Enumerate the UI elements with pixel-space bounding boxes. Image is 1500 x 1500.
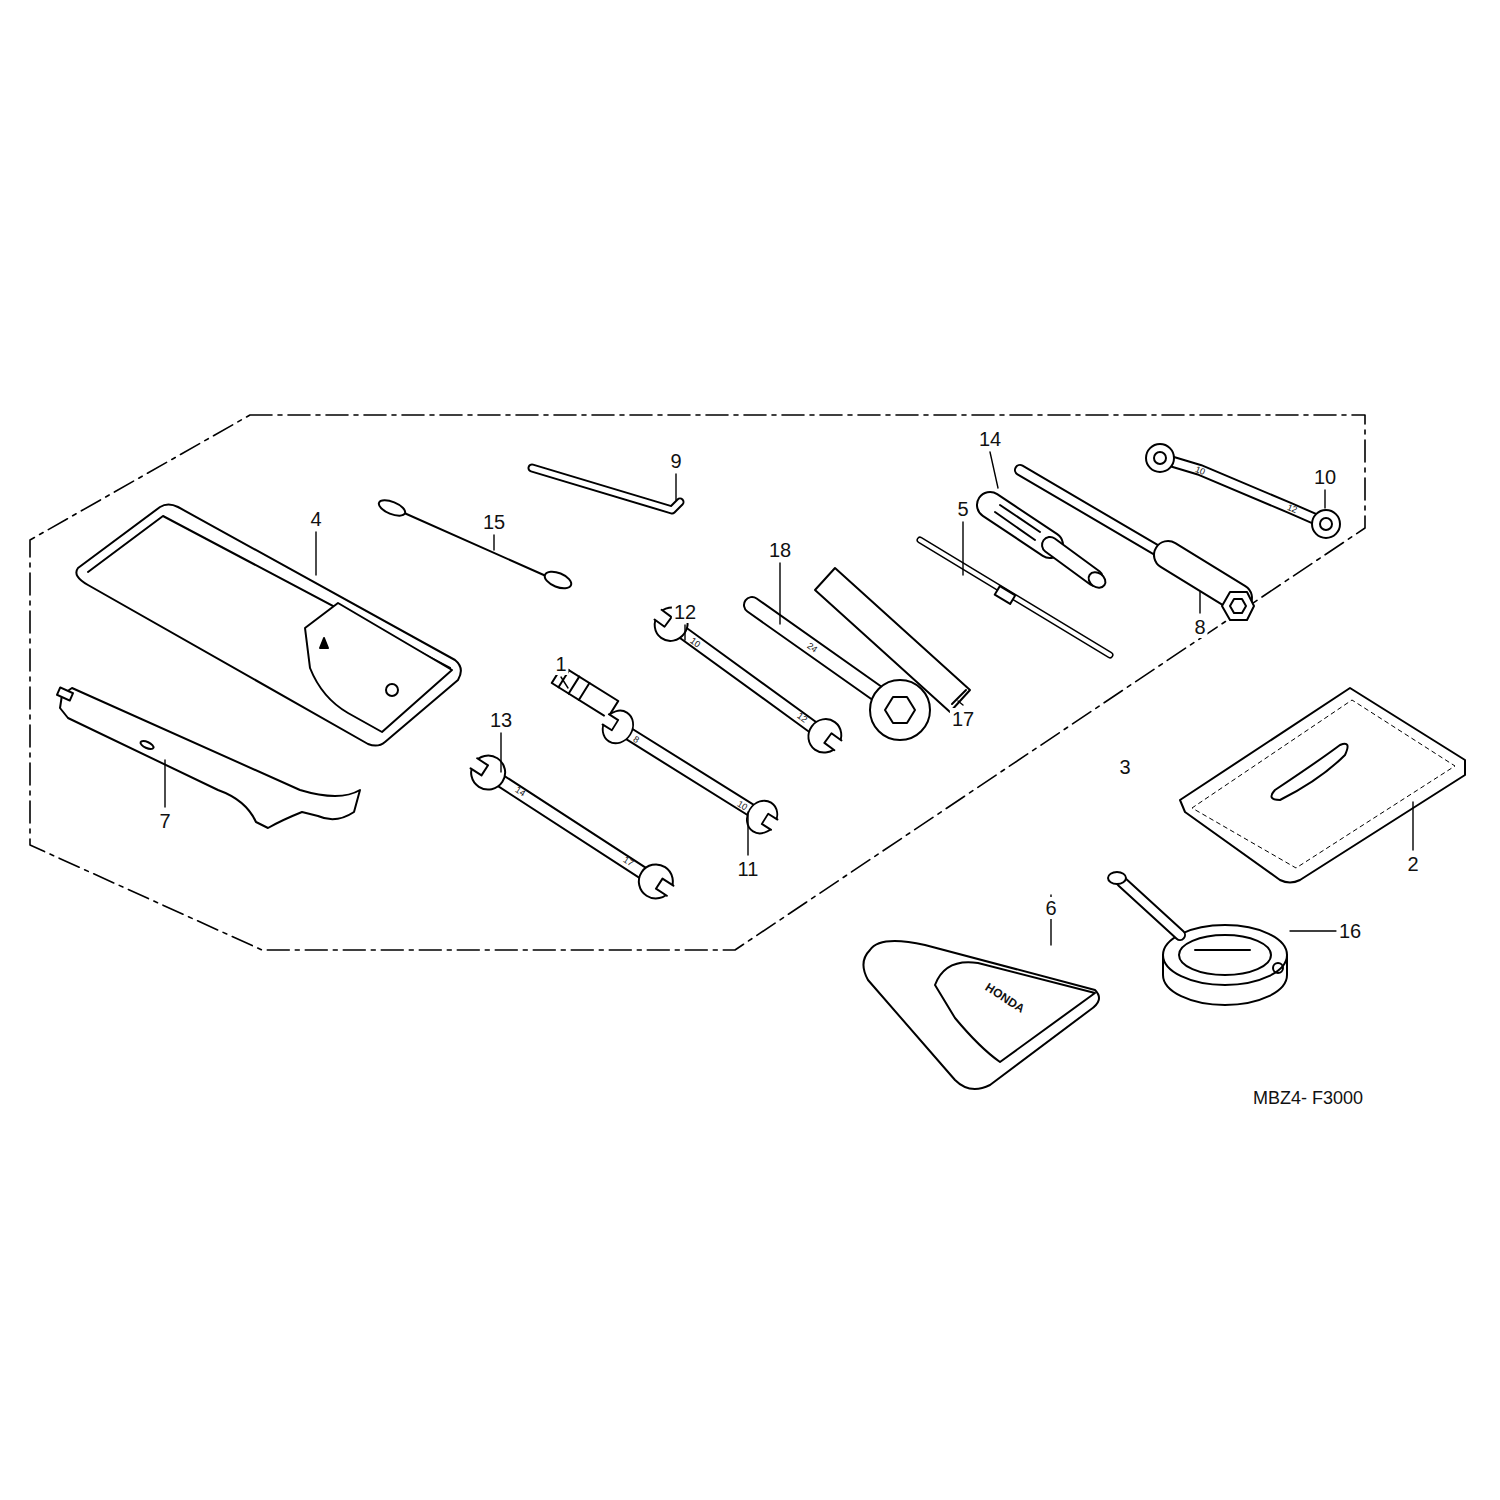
callout-number: 18	[767, 539, 793, 561]
callout-number: 9	[668, 450, 683, 472]
callout-number: 4	[308, 508, 323, 530]
callout-number: 5	[955, 498, 970, 520]
callout-number: 13	[488, 709, 514, 731]
callout-number: 12	[672, 601, 698, 623]
callout-number: 10	[1312, 466, 1338, 488]
size-marking: 12	[1286, 503, 1299, 515]
callout-number: 16	[1337, 920, 1363, 942]
size-marking: 8	[631, 735, 640, 745]
callout-number: 14	[977, 428, 1003, 450]
callout-number: 7	[157, 810, 172, 832]
callout-number: 17	[950, 708, 976, 730]
size-marking: 17	[621, 855, 634, 868]
brand-mark: HONDA	[983, 981, 1026, 1015]
callout-number: 6	[1043, 897, 1058, 919]
size-marking: 10	[688, 636, 701, 649]
callout-number: 15	[481, 511, 507, 533]
size-marking: 10	[735, 800, 748, 813]
size-marking: 14	[513, 785, 526, 798]
figure-code: MBZ4- F3000	[1253, 1089, 1363, 1107]
size-marking: 12	[795, 711, 808, 724]
size-marking: 24	[805, 641, 818, 654]
callout-number: 3	[1117, 756, 1132, 778]
callout-number: 1	[553, 653, 568, 675]
callout-number: 8	[1192, 616, 1207, 638]
callout-number: 11	[736, 858, 761, 880]
callout-number: 2	[1405, 853, 1420, 875]
size-marking: 10	[1194, 465, 1207, 477]
